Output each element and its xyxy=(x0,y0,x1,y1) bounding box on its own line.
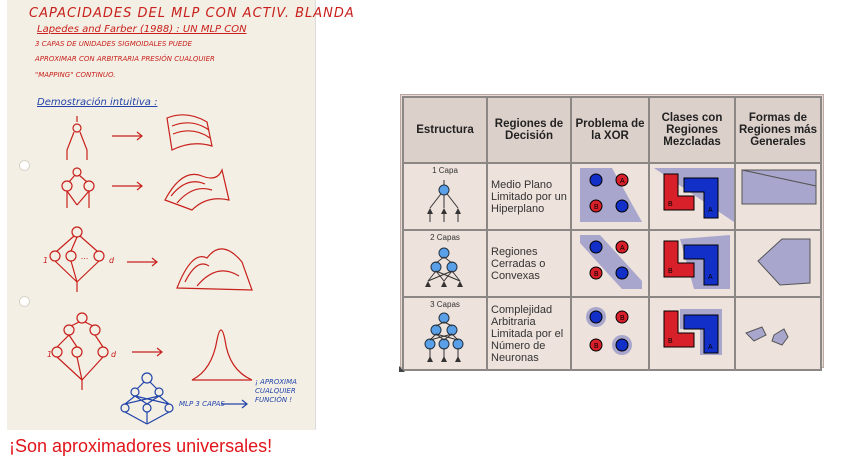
convex-region-icon xyxy=(757,238,811,286)
xor-arbitrary-icon: BB xyxy=(586,307,632,355)
general-shapes-cell xyxy=(734,162,822,231)
two-layer-network-icon xyxy=(425,247,463,287)
region-description: Regiones Cerradas o Convexas xyxy=(486,229,572,298)
binder-hole xyxy=(19,160,30,171)
header-clases: Clases con Regiones Mezcladas xyxy=(648,96,736,164)
general-half-plane-icon xyxy=(741,169,817,205)
universal-approximators-caption: ¡Son aproximadores universales! xyxy=(9,436,273,456)
header-estructura: Estructura xyxy=(402,96,488,164)
svg-text:B: B xyxy=(594,271,599,278)
scan-line-2: 3 CAPAS DE UNIDADES SIGMOIDALES PUEDE xyxy=(35,40,193,48)
mixed-classes-icon: BA xyxy=(663,235,730,289)
decision-regions-table-image: Estructura Regiones de Decisión Problema… xyxy=(400,94,824,371)
structure-cell: 3 Capas xyxy=(402,296,488,371)
svg-text:B: B xyxy=(668,201,673,208)
xor-convex-icon: AB xyxy=(580,235,642,289)
table-row: 1 Capa Medio Plano Limitado por un Hiper… xyxy=(402,162,822,231)
arbitrary-regions-icon xyxy=(745,326,789,346)
scan-demo-heading: Demostración intuitiva : xyxy=(37,97,158,108)
region-description: Complejidad Arbitraria Limitada por el N… xyxy=(486,296,572,371)
svg-text:A: A xyxy=(620,245,625,252)
table-row: 3 Capas Complejidad Arbitraria Limitada … xyxy=(402,296,822,371)
node-label-d: d xyxy=(109,256,115,265)
svg-text:B: B xyxy=(668,338,673,345)
bottom-note: ¡ APROXIMA CUALQUIER FUNCIÓN ! xyxy=(255,378,297,404)
node-dots: ... xyxy=(81,252,89,261)
xor-half-plane-icon: AB xyxy=(580,168,642,222)
structure-label: 1 Capa xyxy=(432,166,458,175)
handwritten-notes-scan: CAPACIDADES DEL MLP CON ACTIV. BLANDA La… xyxy=(7,0,354,430)
scan-line-3: APROXIMAR CON ARBITRARIA PRESIÓN CUALQUI… xyxy=(35,55,215,63)
bottom-label: MLP 3 CAPAS xyxy=(179,400,225,408)
three-layer-network-icon xyxy=(424,312,464,362)
hand-drawn-network-sketches xyxy=(49,114,253,425)
svg-text:A: A xyxy=(708,274,713,281)
structure-label: 3 Capas xyxy=(430,300,460,309)
header-formas: Formas de Regiones más Generales xyxy=(734,96,822,164)
header-regiones: Regiones de Decisión xyxy=(486,96,572,164)
node-label-db: d xyxy=(111,350,117,359)
general-shapes-cell xyxy=(734,229,822,298)
mixed-classes-icon: BA xyxy=(663,309,722,355)
svg-text:B: B xyxy=(594,343,599,350)
scan-title: CAPACIDADES DEL MLP CON ACTIV. BLANDA xyxy=(29,6,355,21)
resize-corner-marker xyxy=(399,366,405,372)
svg-text:A: A xyxy=(708,344,713,351)
one-layer-network-icon xyxy=(427,180,461,222)
structure-cell: 1 Capa xyxy=(402,162,488,231)
svg-text:B: B xyxy=(620,315,625,322)
header-xor: Problema de la XOR xyxy=(570,96,650,164)
svg-text:A: A xyxy=(708,207,713,214)
svg-text:B: B xyxy=(668,268,673,275)
node-label-1: 1 xyxy=(43,256,49,265)
scan-reference: Lapedes and Farber (1988) : UN MLP CON xyxy=(37,24,247,35)
region-description: Medio Plano Limitado por un Hiperplano xyxy=(486,162,572,231)
svg-text:A: A xyxy=(620,178,625,185)
general-shapes-cell xyxy=(734,296,822,371)
scan-line-4: "MAPPING" CONTINUO. xyxy=(35,71,116,79)
svg-text:B: B xyxy=(594,204,599,211)
structure-cell: 2 Capas xyxy=(402,229,488,298)
mixed-classes-icon: BA xyxy=(654,168,734,222)
structure-label: 2 Capas xyxy=(430,233,460,242)
binder-hole xyxy=(19,296,30,307)
node-label-1b: 1 xyxy=(47,350,53,359)
decision-regions-table: Estructura Regiones de Decisión Problema… xyxy=(402,96,822,371)
